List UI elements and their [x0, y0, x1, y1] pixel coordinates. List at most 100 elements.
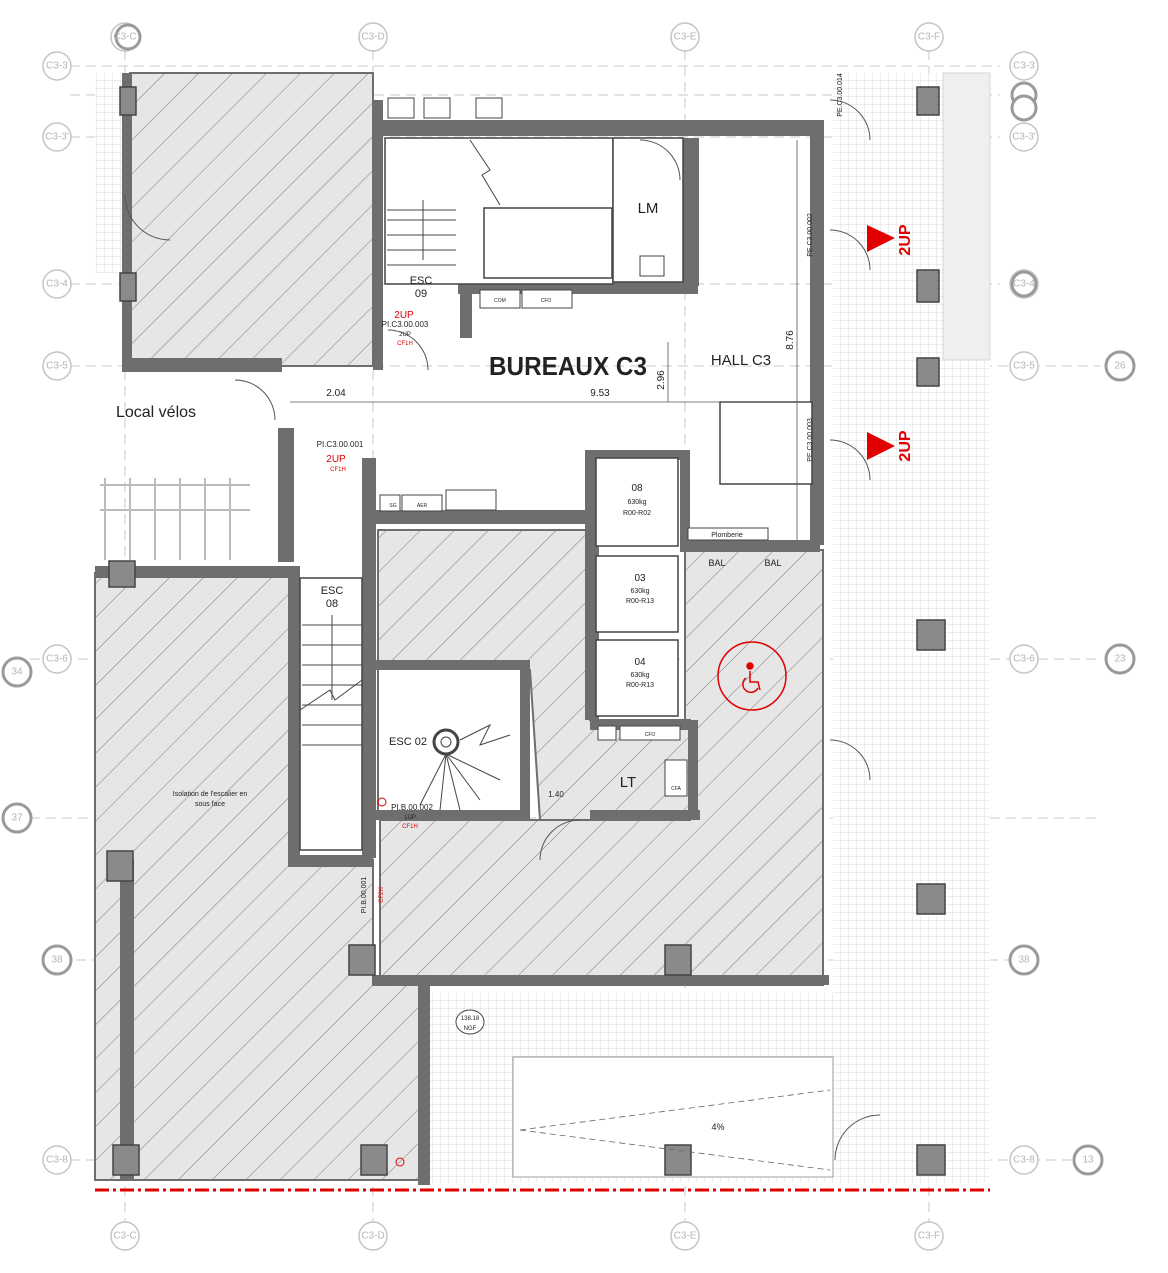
grid-circle-34: 34: [11, 667, 23, 678]
grid-circle-38-left: 38: [51, 955, 63, 966]
door-label: 2UP: [399, 332, 411, 338]
level-marker: [455, 1009, 485, 1035]
stair-esc02: [419, 723, 511, 811]
grid-circle-26: 26: [1114, 361, 1126, 372]
grid-circle-37: 37: [11, 813, 23, 824]
ramp-slope: [519, 1089, 831, 1171]
accessibility-icon: [717, 641, 787, 711]
lift-04-id: 04: [634, 657, 646, 668]
room-esc09-b: 09: [415, 288, 427, 300]
door-label: PI.C3.00.003: [382, 320, 429, 329]
lift-03-load: 630kg: [630, 588, 649, 595]
dimension-label: 2.96: [656, 370, 667, 390]
lift-03-levels: R00-R13: [626, 598, 654, 605]
level-unit: NGF: [464, 1026, 477, 1032]
equipment-label: AER: [417, 503, 428, 509]
grid-label-bottom-f: C3-F: [918, 1231, 940, 1242]
grid-label-bottom-d: C3-D: [361, 1231, 384, 1242]
grid-label-right-3: C3-4: [1013, 279, 1035, 290]
dimension-label: 1.40: [548, 790, 564, 799]
bike-racks: [100, 478, 250, 560]
grid-label-bottom-e: C3-E: [674, 1231, 697, 1242]
grid-label-left-3: C3-4: [46, 279, 68, 290]
up-arrow-label: 2UP: [897, 224, 914, 255]
walls: [95, 73, 829, 1185]
cf-label: CF1H: [402, 824, 418, 830]
ramp-slope-label: 4%: [711, 1122, 724, 1132]
room-lt: LT: [620, 774, 636, 791]
grid-label-top-f: C3-F: [918, 32, 940, 43]
room-esc09-a: ESC: [410, 275, 433, 287]
up-arrow-label: 2UP: [897, 430, 914, 461]
red-markers: [377, 797, 405, 1167]
lift-08-id: 08: [631, 483, 643, 494]
grid-label-right-1: C3-3: [1013, 61, 1035, 72]
room-title: BUREAUX C3: [489, 351, 647, 381]
grid-label-left-2: C3-3': [45, 132, 69, 143]
equipment-label: CFO: [645, 732, 656, 738]
up-label: 2UP: [326, 454, 346, 465]
bal-label: BAL: [764, 558, 781, 568]
up-arrow-icon: [867, 225, 895, 252]
grid-label-right-6: C3-8: [1013, 1155, 1035, 1166]
door-label: PI.B.00.001: [361, 877, 368, 914]
grid-label-bottom-c: C3-C: [113, 1231, 136, 1242]
dimension-label: 8.76: [785, 330, 796, 350]
grid-label-left-5: C3-6: [46, 654, 68, 665]
up-arrow-icon: [867, 432, 895, 460]
grid-label-top-c: C3-C: [113, 32, 136, 43]
grid-label-left-4: C3-5: [46, 361, 68, 372]
grid-circle-23: 23: [1114, 654, 1126, 665]
equipment-label: SG: [389, 503, 396, 509]
room-esc08-a: ESC: [321, 585, 344, 597]
room-hall: HALL C3: [711, 352, 771, 369]
cf-label: CF1H: [397, 341, 413, 347]
stair-esc08: [299, 615, 363, 746]
note-isolation: Isolation de l'escalier en: [173, 791, 248, 798]
door-label: PI.C3.00.001: [317, 440, 364, 449]
grid-label-left-1: C3-3: [46, 61, 68, 72]
lift-03-id: 03: [634, 573, 646, 584]
equipment-label: CFO: [541, 298, 552, 304]
equipment-label: COM: [494, 298, 506, 304]
grid-label-right-2: C3-3': [1012, 132, 1036, 143]
cf-label: CF1H: [330, 467, 346, 473]
grid-label-top-d: C3-D: [361, 32, 384, 43]
equipment-label: CFA: [671, 786, 681, 792]
level-value: 138.18: [461, 1016, 480, 1022]
door-label: 1UP: [404, 815, 416, 821]
hatch-top-left: [129, 72, 374, 367]
room-lm: LM: [638, 200, 659, 217]
grid-markers: [42, 22, 1039, 1251]
room-esc02: ESC 02: [389, 736, 427, 748]
plomberie-label: Plomberie: [711, 532, 743, 539]
lift-04-levels: R00-R13: [626, 682, 654, 689]
columns: [106, 86, 946, 1176]
up-label: 2UP: [394, 310, 414, 321]
lift-08-load: 630kg: [627, 499, 646, 506]
grid-label-right-5: C3-6: [1013, 654, 1035, 665]
cf-label: CF2H: [379, 887, 385, 903]
lift-04-load: 630kg: [630, 672, 649, 679]
door-label: PI.B.00.002: [391, 803, 433, 812]
lift-08-levels: R00-R02: [623, 510, 651, 517]
door-label: PE.C3.00.002: [807, 213, 814, 257]
stair-esc09: [387, 139, 501, 266]
bal-label: BAL: [708, 558, 725, 568]
grid-label-right-4: C3-5: [1013, 361, 1035, 372]
door-label: PE.C3.00.003: [807, 418, 814, 462]
dimension-label: 9.53: [590, 388, 610, 399]
red-up-arrows: [867, 225, 895, 460]
dimension-label: 2.04: [326, 388, 346, 399]
grid-label-left-6: C3-8: [46, 1155, 68, 1166]
door-swings: [124, 99, 881, 1161]
dimension-lines: [290, 140, 810, 540]
grid-circle-13: 13: [1082, 1155, 1094, 1166]
paving: [95, 72, 991, 1183]
grid-label-top-e: C3-E: [674, 32, 697, 43]
grid-circle-38-right: 38: [1018, 955, 1030, 966]
note-isolation: sous face: [195, 801, 225, 808]
room-local-velos: Local vélos: [116, 404, 196, 421]
equipment: [379, 97, 769, 797]
